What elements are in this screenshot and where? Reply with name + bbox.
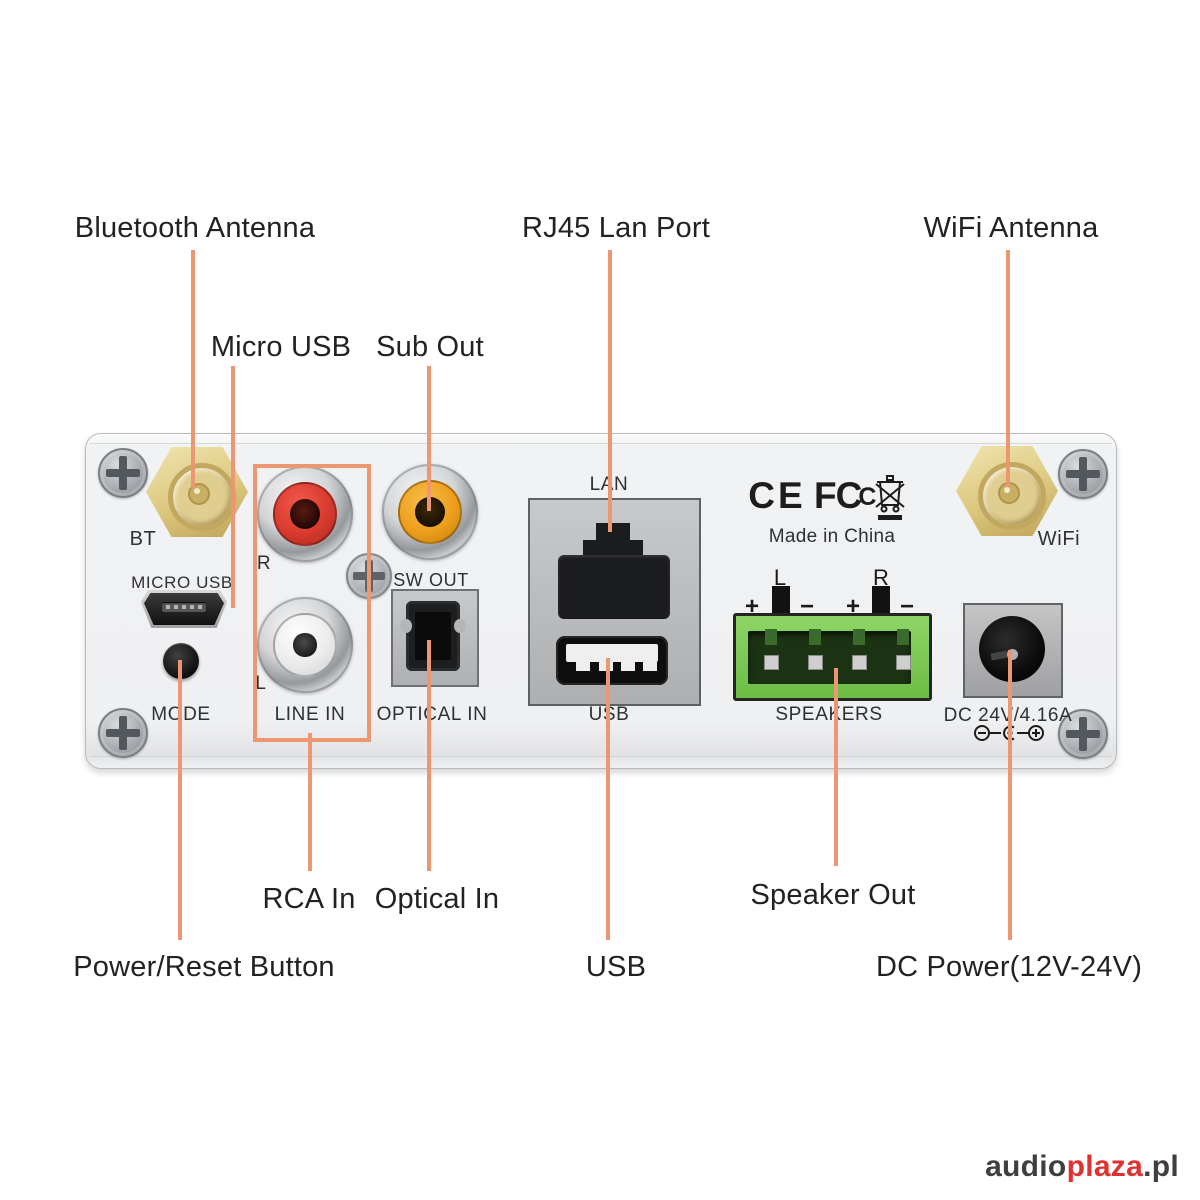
label-speaker-out: Speaker Out — [750, 879, 916, 911]
sma-pin-icon — [188, 483, 210, 505]
fcc-mark: FCC — [814, 475, 877, 516]
sw-out-label: SW OUT — [393, 570, 469, 590]
dc-power-jack — [963, 603, 1063, 698]
terminal-pin-icon — [896, 655, 911, 670]
usb-a-port — [556, 636, 668, 685]
made-in-china-label: Made in China — [768, 526, 896, 547]
leader-line-dc — [1008, 650, 1012, 940]
label-wifi-antenna: WiFi Antenna — [923, 212, 1099, 244]
screw-icon — [98, 708, 148, 758]
leader-line-optical — [427, 640, 431, 871]
leader-line-speakers — [834, 668, 838, 866]
screw-icon — [1058, 709, 1108, 759]
leader-line-line-in — [308, 733, 312, 871]
toslink-port — [406, 601, 460, 671]
leader-line-mode — [178, 660, 182, 940]
rca-jack-right — [257, 466, 353, 562]
label-power-reset-button: Power/Reset Button — [73, 951, 335, 983]
speaker-terminal-block — [733, 613, 932, 701]
screw-icon — [98, 448, 148, 498]
speaker-right-label: R — [873, 565, 889, 590]
leader-line-micro-usb — [231, 366, 235, 608]
rj45-port — [596, 523, 630, 541]
label-optical-in: Optical In — [374, 883, 500, 915]
bt-port-label: BT — [129, 528, 157, 550]
label-dc-power: DC Power(12V-24V) — [875, 951, 1143, 983]
ce-mark: CE — [748, 475, 806, 516]
terminal-pin-icon — [852, 655, 867, 670]
leader-line-rj45 — [608, 250, 612, 532]
rear-panel: BT WiFi MICRO USB MODE R L LINE IN — [85, 433, 1117, 769]
leader-line-wifi — [1006, 250, 1010, 487]
sma-pin-icon — [998, 482, 1020, 504]
line-in-highlight-box — [253, 464, 371, 742]
micro-usb-port-label: MICRO USB — [131, 573, 233, 592]
label-bluetooth-antenna: Bluetooth Antenna — [74, 212, 316, 244]
label-sub-out: Sub Out — [376, 331, 484, 363]
watermark-audio: audio — [985, 1150, 1067, 1183]
terminal-pin-icon — [764, 655, 779, 670]
label-rca-in: RCA In — [262, 883, 356, 915]
label-rj45-lan-port: RJ45 Lan Port — [522, 212, 710, 244]
leader-line-bluetooth — [191, 250, 195, 488]
label-micro-usb: Micro USB — [210, 331, 352, 363]
micro-usb-opening — [144, 593, 224, 625]
rca-right-label: R — [256, 553, 272, 574]
screw-icon — [1058, 449, 1108, 499]
line-in-label: LINE IN — [274, 704, 346, 725]
terminal-pin-icon — [808, 655, 823, 670]
speakers-label: SPEAKERS — [775, 704, 883, 725]
watermark-pl: .pl — [1143, 1150, 1179, 1183]
leader-line-sub-out — [427, 366, 431, 511]
weee-bin-icon — [875, 475, 905, 520]
rca-left-label: L — [255, 673, 267, 694]
speaker-left-label: L — [773, 565, 787, 590]
usb-tongue-icon — [566, 644, 658, 662]
rca-jack-left — [257, 597, 353, 693]
dc-center-pin-icon — [1007, 649, 1018, 660]
lan-usb-block — [528, 498, 701, 706]
dc-rating-label: DC 24V/4.16A — [943, 705, 1073, 726]
leader-line-usb — [606, 658, 610, 940]
watermark-logo: audioplaza.pl — [985, 1150, 1179, 1184]
watermark-plaza: plaza — [1066, 1150, 1144, 1183]
micro-usb-pins-icon — [162, 602, 206, 612]
label-usb: USB — [585, 951, 647, 983]
optical-in-label: OPTICAL IN — [376, 704, 488, 725]
optical-port-block — [391, 589, 479, 687]
micro-usb-port — [141, 590, 227, 628]
wifi-port-label: WiFi — [1037, 528, 1081, 550]
